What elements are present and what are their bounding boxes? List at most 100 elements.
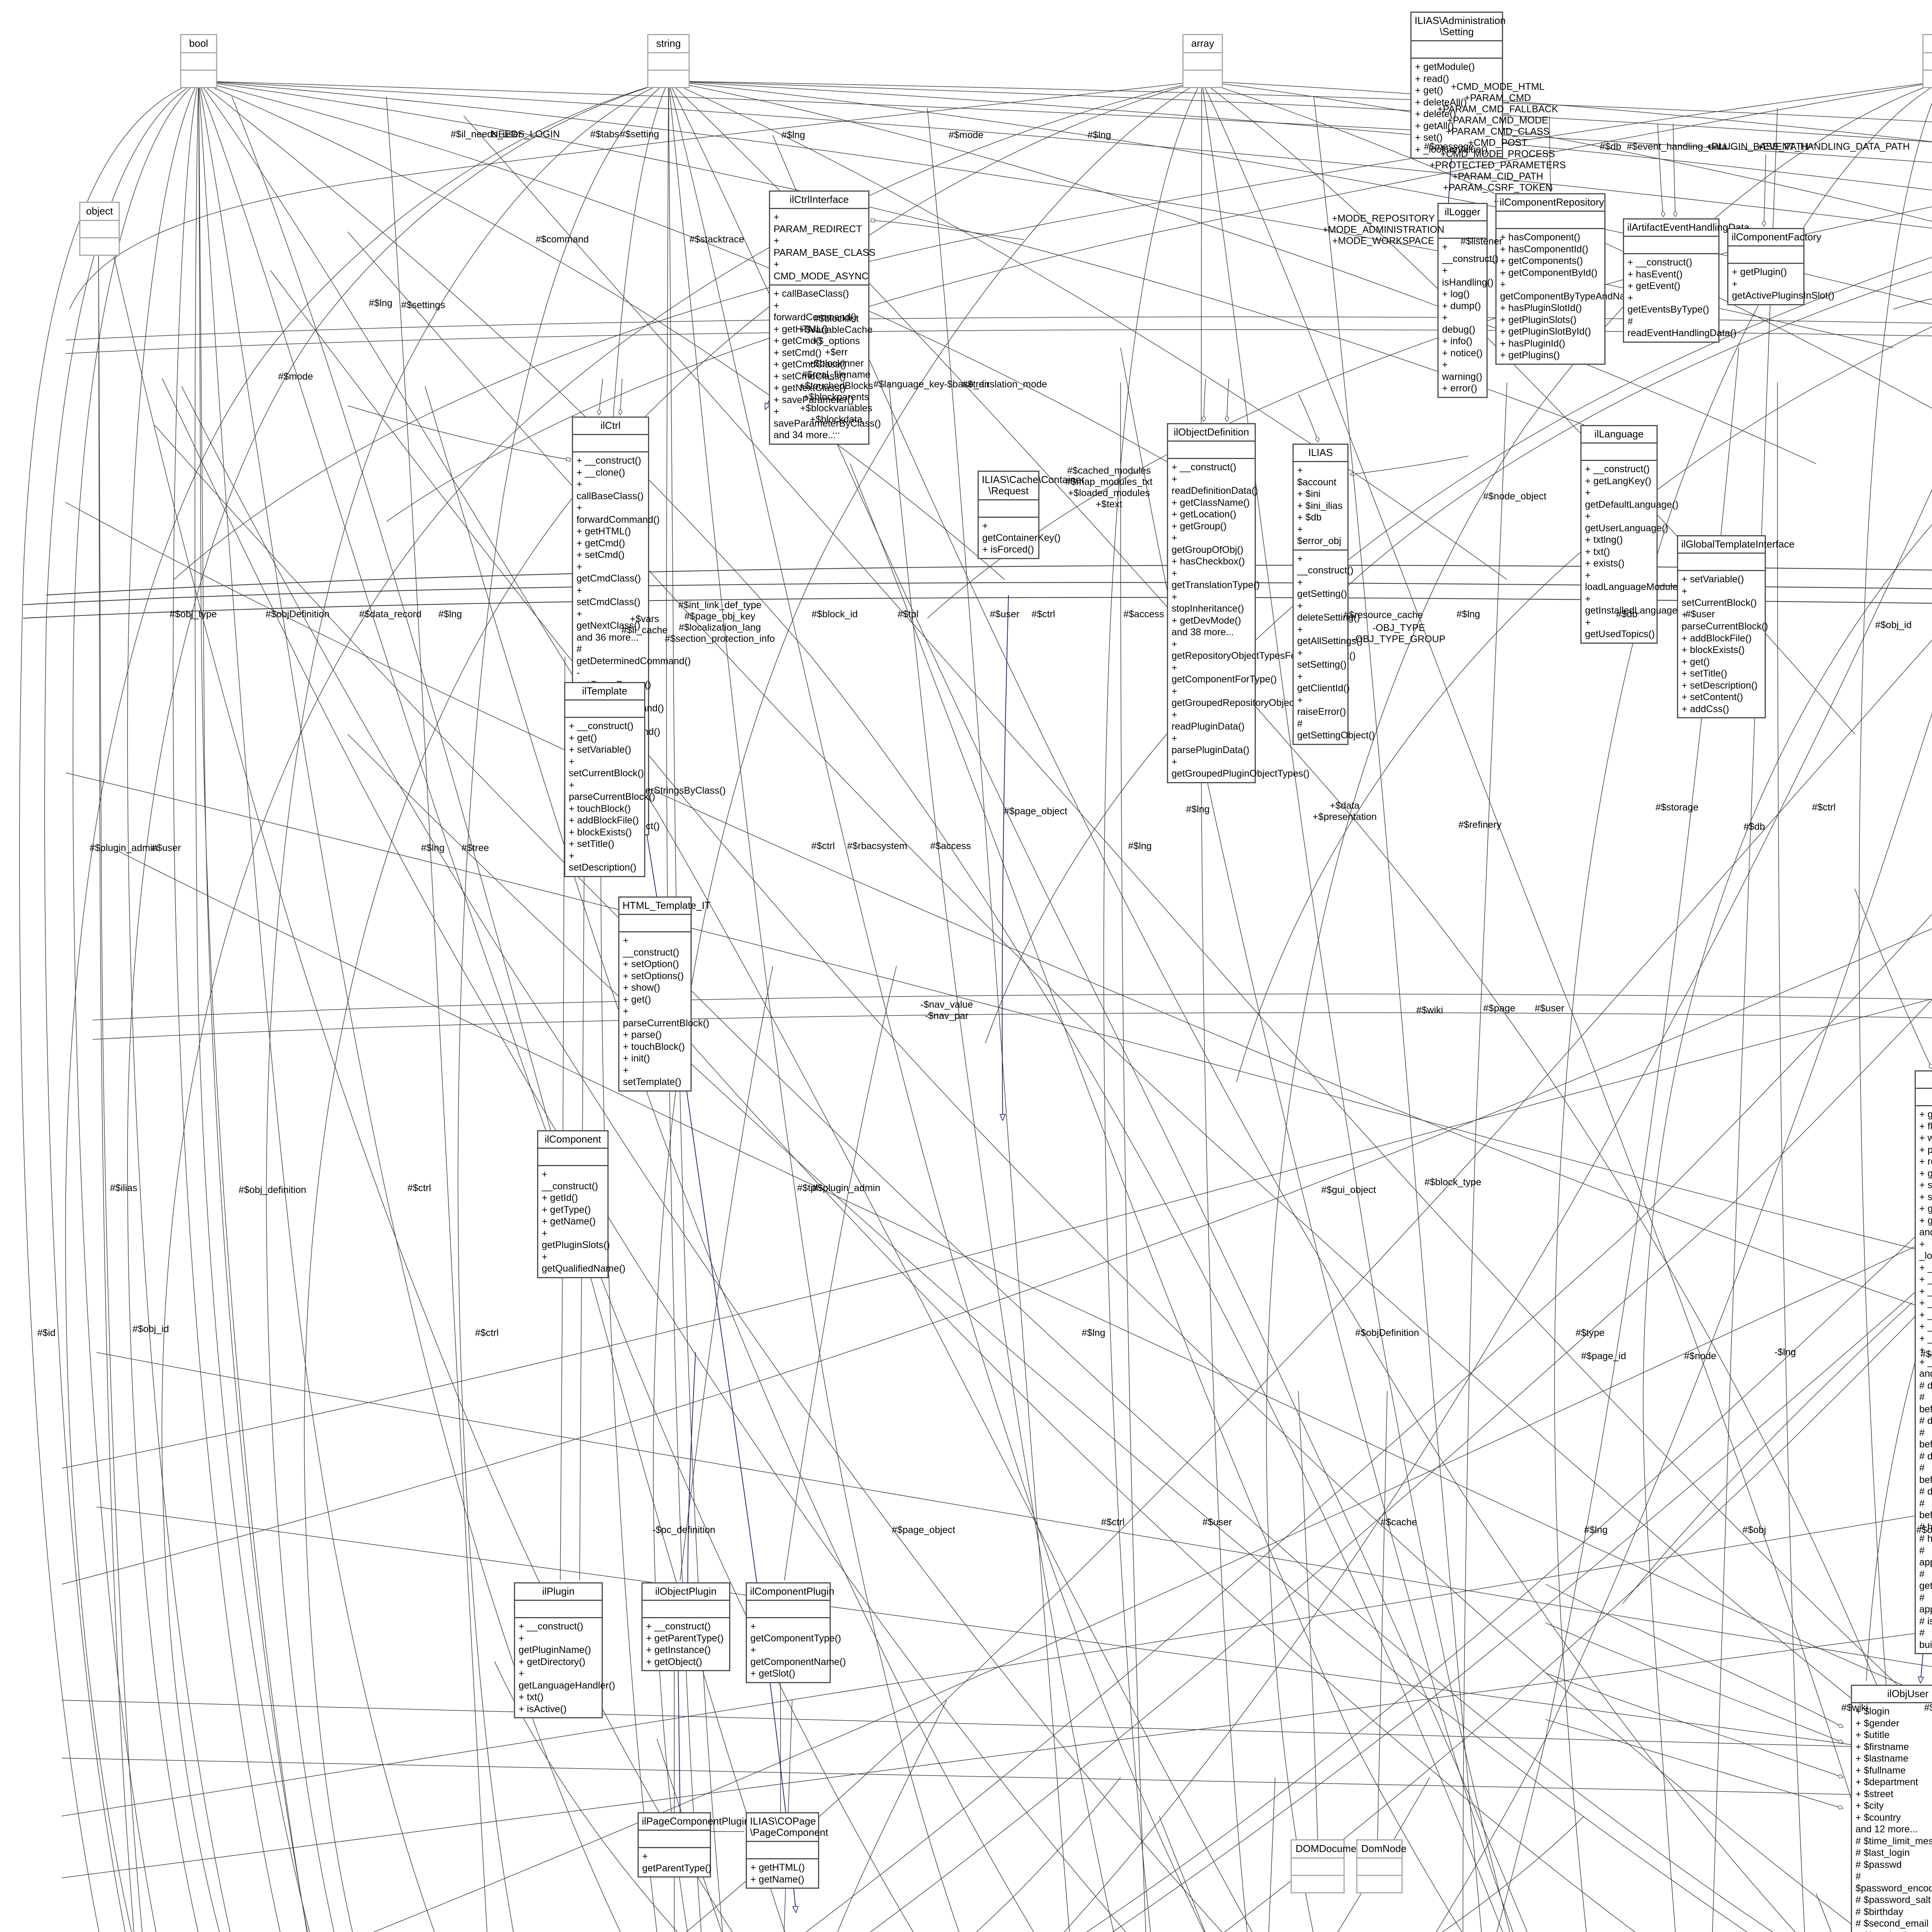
class-box-ilpagecomponent[interactable]: ILIAS\COPage \PageComponent+ getHTML() +… <box>746 1812 828 1889</box>
class-attributes: + PARAM_REDIRECT + PARAM_BASE_CLASS + CM… <box>774 212 876 282</box>
class-title: ilCtrlInterface <box>789 194 849 205</box>
class-attributes <box>1412 41 1502 58</box>
class-separator <box>1294 461 1347 463</box>
class-attributes <box>1582 444 1656 460</box>
class-separator <box>1624 236 1718 237</box>
class-separator <box>1728 245 1803 247</box>
class-attributes <box>181 53 216 70</box>
class-box-ilobjectdefinition[interactable]: ilObjectDefinition + __construct() + read… <box>1167 423 1356 783</box>
class-box-ilias-cache-container-request[interactable]: ILIAS\Cache\Container \Request + getConta… <box>978 471 1085 559</box>
class-separator <box>181 52 216 54</box>
class-operations: + __construct() + getLangKey() + getDefa… <box>1585 464 1689 640</box>
class-operations <box>1292 1876 1344 1892</box>
class-attributes <box>1184 53 1222 70</box>
class-box-ilcomponent[interactable]: ilComponent+ __construct() + getId() + g… <box>537 1130 626 1278</box>
class-separator <box>619 931 690 933</box>
class-title: ilComponentFactory <box>1731 231 1821 243</box>
class-separator <box>1916 1105 1932 1107</box>
class-separator <box>1357 1875 1401 1876</box>
class-operations: + getObjectProperties() + flushObjectPro… <box>1919 1109 1932 1650</box>
class-box-ilcomponentrepository[interactable]: ilComponentRepository+ hasComponent() + … <box>1495 193 1645 365</box>
class-operations: + __construct() + isHandling() + log() +… <box>1442 242 1498 394</box>
class-title: ilTemplate <box>582 685 628 697</box>
class-operations: + __construct() + readDefinitionData() +… <box>1172 462 1356 779</box>
class-separator <box>639 1847 710 1849</box>
class-separator <box>515 1600 602 1601</box>
class-box-domnode[interactable]: DomNode <box>1356 1839 1406 1894</box>
class-box-const[interactable]: const <box>1922 34 1932 88</box>
class-operations <box>80 238 119 255</box>
class-attributes <box>747 1601 830 1617</box>
class-separator <box>1678 553 1765 554</box>
class-title: ilObject <box>1916 1071 1932 1088</box>
class-separator <box>1168 440 1255 442</box>
class-box-ilctrlinterface[interactable]: ilCtrlInterface + PARAM_REDIRECT + PARAM_… <box>769 190 881 445</box>
class-separator <box>565 699 644 701</box>
class-operations: + getContainerKey() + isForced() <box>982 520 1061 555</box>
class-attributes <box>1923 53 1932 70</box>
class-title: ilComponentPlugin <box>750 1585 835 1597</box>
class-box-illanguage2[interactable]: ilGlobalTemplateInterface+ setVariable()… <box>1677 535 1795 719</box>
class-attributes <box>565 701 644 717</box>
class-operations: + getComponentType() + getComponentName(… <box>750 1621 846 1679</box>
class-box-ilplugin[interactable]: ilPlugin+ __construct() + getPluginName(… <box>514 1582 616 1719</box>
class-separator <box>619 914 690 915</box>
class-operations: + __construct() + getPluginName() + getD… <box>519 1621 616 1714</box>
class-title: ilComponentRepository <box>1500 196 1604 208</box>
class-box-ilobjectplugin[interactable]: ilObjectPlugin + __construct() + getParen… <box>641 1582 730 1672</box>
class-operations <box>181 71 216 87</box>
class-separator <box>1294 549 1347 551</box>
class-box-ilhtmltemplate[interactable]: HTML_Template_IT+ __construct() + setOpt… <box>618 896 711 1092</box>
class-separator <box>80 237 119 239</box>
class-box-string[interactable]: string <box>647 34 690 88</box>
class-operations <box>1184 71 1222 87</box>
class-attributes: + $account + $ini + $ini_ilias + $db + $… <box>1297 465 1343 547</box>
class-box-ilcomponentplugin[interactable]: ilComponentPlugin + getComponentType() + … <box>746 1582 846 1683</box>
class-title: ILIAS\COPage \PageComponent <box>750 1815 828 1838</box>
class-separator <box>979 517 1038 518</box>
class-box-array[interactable]: array <box>1182 34 1223 88</box>
class-operations: + getModule() + read() + get() + deleteA… <box>1415 61 1488 155</box>
class-title: HTML_Template_IT <box>622 900 711 911</box>
class-box-illanguage[interactable]: ilLanguage+ __construct() + getLangKey()… <box>1580 425 1689 644</box>
class-title: bool <box>189 37 208 49</box>
class-title: ilObjectPlugin <box>655 1585 717 1597</box>
class-operations: + __construct() + getId() + getType() + … <box>542 1169 626 1274</box>
class-operations: + __construct() + get() + setVariable() … <box>569 721 655 873</box>
class-attributes <box>648 53 689 70</box>
class-box-object[interactable]: object <box>79 202 120 256</box>
class-separator <box>1852 1702 1932 1704</box>
class-title: ILIAS\Cache\Container \Request <box>982 474 1085 497</box>
class-separator <box>1923 52 1932 54</box>
class-title: ilGlobalTemplateInterface <box>1681 538 1795 550</box>
class-attributes <box>1678 554 1765 570</box>
class-title: ilObjUser <box>1887 1688 1929 1699</box>
class-box-ilartifacteventhandlingdata[interactable]: ilArtifactEventHandlingData+ __construct… <box>1623 218 1750 343</box>
class-box-ilobjuser-top[interactable]: ilTemplate + __construct() + get() + setV… <box>564 682 655 877</box>
class-separator <box>1412 58 1502 59</box>
class-box-ilcomponentfactory[interactable]: ilComponentFactory + getPlugin() + getAct… <box>1727 228 1835 305</box>
class-box-dompdoc[interactable]: DOMDocument <box>1291 1839 1365 1894</box>
class-operations: + __construct() + getParentType() + getI… <box>646 1621 724 1667</box>
class-box-bool[interactable]: bool <box>180 34 217 88</box>
class-box-ilias-admin-setting[interactable]: ILIAS\Administration \Setting+ getModule… <box>1410 12 1506 159</box>
class-operations: + getParentType() <box>642 1851 712 1874</box>
class-box-ilobject[interactable]: ilObject + getObjectProperties() + flushO… <box>1915 1070 1932 1655</box>
class-box-ilobjuser[interactable]: ilObjUser+ $login + $gender + $utitle + … <box>1851 1685 1932 1932</box>
class-title: ilArtifactEventHandlingData <box>1627 221 1750 233</box>
class-operations: + __construct() + getSetting() + deleteS… <box>1297 553 1375 741</box>
class-attributes <box>1497 212 1604 228</box>
class-box-ilpagecomponentplugin[interactable]: ilPageComponentPlugin+ getParentType() <box>638 1812 750 1878</box>
class-title: ilObjectDefinition <box>1173 426 1249 438</box>
class-separator <box>573 434 648 435</box>
class-separator <box>1678 570 1765 571</box>
class-title: ILIAS <box>1308 447 1333 458</box>
class-attributes <box>639 1831 710 1847</box>
class-separator <box>747 1841 818 1842</box>
class-box-illogger[interactable]: ilLogger+ __construct() + isHandling() +… <box>1437 203 1498 398</box>
class-box-ilias[interactable]: ILIAS + $account + $ini + $ini_ilias + $d… <box>1293 444 1375 745</box>
class-attributes <box>1168 442 1255 458</box>
class-attributes <box>643 1601 729 1617</box>
class-operations: + getPlugin() + getActivePluginsInSlot() <box>1732 267 1835 301</box>
